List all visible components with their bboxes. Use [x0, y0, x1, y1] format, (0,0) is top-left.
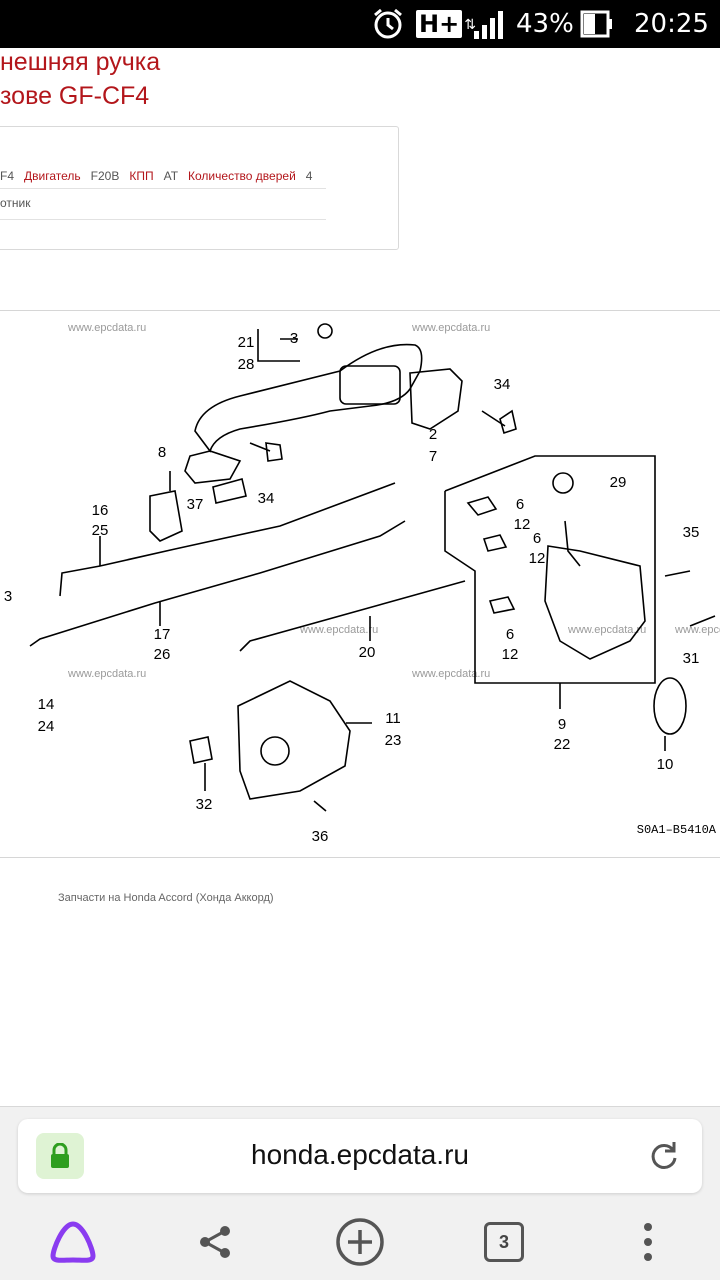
callout-label: 9 [558, 716, 566, 733]
status-bar: H+ ⇅ 43% 20:25 [0, 0, 720, 48]
clock: 20:25 [634, 9, 709, 39]
spec-subtext: отник [0, 196, 31, 210]
callout-label: 11 [385, 710, 401, 727]
callout-label: 6 [506, 626, 514, 643]
new-tab-icon[interactable] [332, 1214, 388, 1270]
watermark: www.epcdata.ru [67, 322, 146, 334]
callout-label: 28 [238, 356, 255, 373]
callout-label: 6 [533, 530, 541, 547]
info-card [0, 126, 399, 250]
page-title-line-2: зове GF-CF4 [0, 82, 150, 110]
tab-count: 3 [498, 1231, 509, 1252]
lock-icon[interactable] [36, 1133, 84, 1179]
callout-label: 29 [610, 474, 627, 491]
callout-label: 6 [516, 496, 524, 513]
callout-label: 22 [554, 736, 571, 753]
callout-label: 26 [154, 646, 171, 663]
battery-icon [580, 0, 614, 48]
callout-label: 32 [196, 796, 213, 813]
callout-label: 12 [529, 550, 546, 567]
callout-label: 37 [187, 496, 204, 513]
callout-label: 25 [92, 522, 109, 539]
network-type: H+ ⇅ [416, 0, 476, 48]
divider [0, 188, 326, 189]
url-field[interactable]: honda.epcdata.ru [18, 1119, 702, 1193]
callout-label: 31 [683, 650, 700, 667]
spec-row: F4 Двигатель F20B КПП AT Количество дверей 4 [0, 166, 322, 186]
callout-label: 34 [258, 490, 275, 507]
parts-diagram[interactable]: www.epcdata.ru www.epcdata.ru www.epcdat… [0, 310, 720, 858]
reload-icon[interactable] [646, 1138, 682, 1174]
tabs-icon: 3 [484, 1222, 524, 1262]
share-icon[interactable] [187, 1214, 243, 1270]
spec-label[interactable]: Количество дверей [188, 169, 296, 183]
callout-label: 35 [683, 524, 700, 541]
watermark: www.epcdata.ru [67, 668, 146, 680]
page-title-line-1: нешняя ручка [0, 48, 161, 76]
callout-label: 12 [502, 646, 519, 663]
spec-value: 4 [305, 169, 313, 183]
callout-label: 10 [657, 756, 674, 773]
alarm-icon [370, 0, 406, 48]
callout-label: 14 [38, 696, 55, 713]
menu-icon[interactable] [620, 1214, 676, 1270]
callout-label: 36 [312, 828, 329, 845]
signal-icon [472, 0, 508, 48]
divider [0, 219, 326, 220]
diagram-caption: Запчасти на Honda Accord (Хонда Аккорд) [58, 892, 274, 904]
spec-value: F20B [90, 169, 120, 183]
parts-diagram-drawing: www.epcdata.ru www.epcdata.ru www.epcdat… [4, 322, 720, 845]
tabs-button[interactable]: 3 [476, 1214, 532, 1270]
spec-label[interactable]: КПП [129, 169, 154, 183]
watermark: www.epcdata.ru [299, 624, 378, 636]
callout-label: 12 [514, 516, 531, 533]
diagram-code: S0A1–B5410A [637, 823, 717, 837]
watermark: www.epcdata.ru [674, 624, 720, 636]
callout-label: 16 [92, 502, 109, 519]
bottom-nav: 3 [0, 1204, 720, 1280]
url-text[interactable]: honda.epcdata.ru [251, 1139, 469, 1170]
battery-percent: 43% [516, 9, 574, 39]
web-page: нешняя ручка зове GF-CF4 F4 Двигатель F20B… [0, 48, 720, 1106]
callout-label: 23 [385, 732, 402, 749]
watermark: www.epcdata.ru [411, 322, 490, 334]
callout-label: 3 [290, 330, 298, 347]
callout-label: 20 [359, 644, 376, 661]
callout-label: 34 [494, 376, 511, 393]
address-bar: honda.epcdata.ru [0, 1106, 720, 1204]
callout-label: 17 [154, 626, 171, 643]
watermark: www.epcdata.ru [567, 624, 646, 636]
callout-label: 7 [429, 448, 437, 465]
callout-label: 24 [38, 718, 55, 735]
spec-value: F4 [0, 169, 15, 183]
callout-label: 2 [429, 426, 437, 443]
callout-label: 21 [238, 334, 255, 351]
spec-value: AT [163, 169, 179, 183]
watermark: www.epcdata.ru [411, 668, 490, 680]
callout-label: 3 [4, 588, 12, 605]
callout-label: 8 [158, 444, 166, 461]
spec-label[interactable]: Двигатель [24, 169, 81, 183]
alice-assistant-icon[interactable] [45, 1214, 101, 1270]
